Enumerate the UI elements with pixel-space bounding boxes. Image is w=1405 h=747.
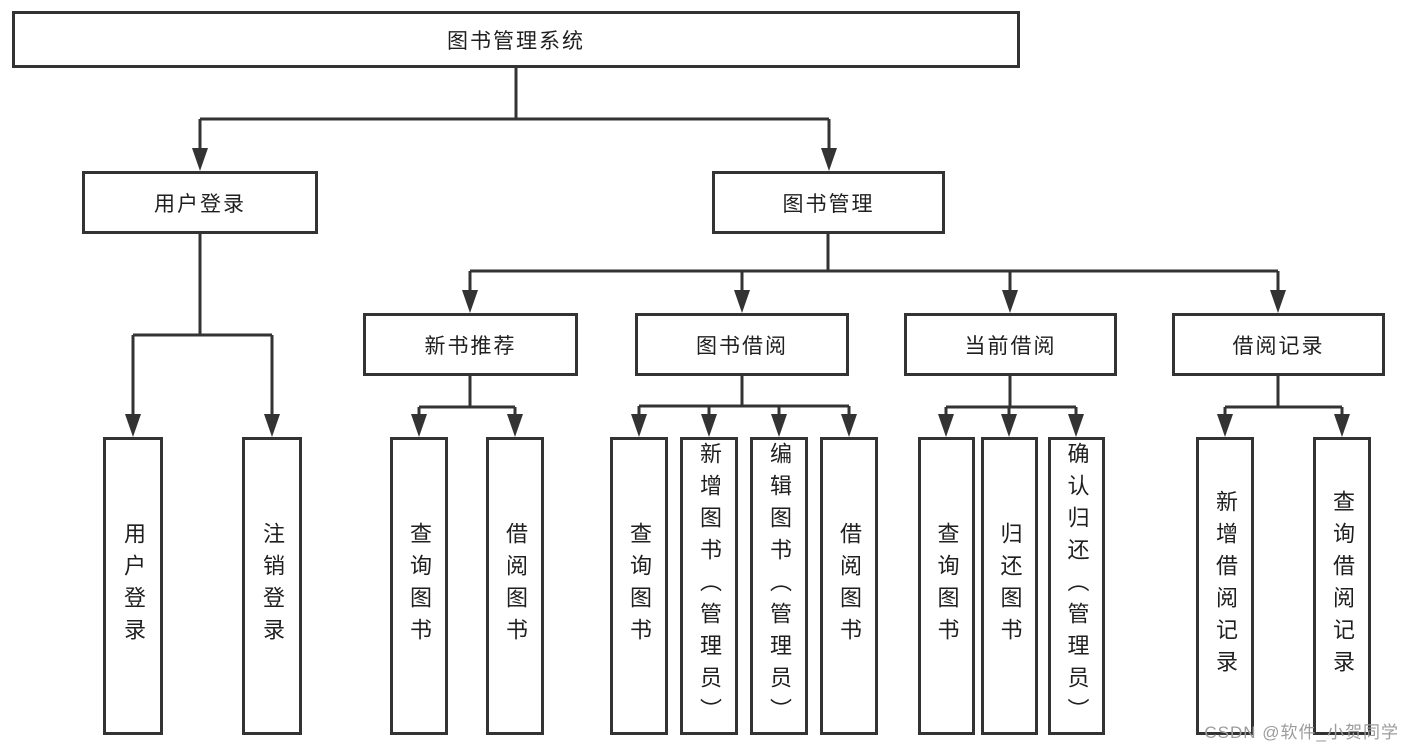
edge-newrec-to-leaves	[417, 376, 517, 416]
leaf-user-login-label: 用户登录	[121, 522, 146, 650]
csdn-watermark: CSDN @软件_小贺同学	[1204, 723, 1399, 742]
leaf-current-query-book-label: 查询图书	[934, 522, 960, 650]
node-book-management-label: 图书管理	[782, 192, 875, 216]
edge-current-to-leaves	[944, 376, 1078, 416]
leaf-borrow-book: 借阅图书	[820, 437, 878, 735]
leaf-borrow-query-book-label: 查询图书	[627, 522, 652, 650]
node-book-borrowing-label: 图书借阅	[696, 334, 788, 358]
leaf-query-borrow-record-label: 查询借阅记录	[1330, 490, 1355, 682]
node-book-management: 图书管理	[712, 171, 945, 234]
node-user-login-label: 用户登录	[154, 192, 246, 216]
edge-root-to-level2	[198, 68, 831, 150]
node-book-borrowing: 图书借阅	[635, 313, 849, 376]
leaf-rec-query-book: 查询图书	[390, 437, 448, 735]
edge-userlogin-to-leaves	[131, 234, 274, 416]
node-borrowing-records: 借阅记录	[1172, 313, 1385, 376]
leaf-user-login: 用户登录	[103, 437, 163, 735]
leaf-confirm-return-admin: 确认归还（管理员）	[1048, 437, 1105, 735]
leaf-query-borrow-record: 查询借阅记录	[1313, 437, 1371, 735]
node-current-borrowing-label: 当前借阅	[964, 334, 1057, 358]
node-current-borrowing: 当前借阅	[904, 313, 1117, 376]
edge-records-to-leaves	[1223, 376, 1344, 416]
leaf-add-book-admin: 新增图书（管理员）	[680, 437, 738, 735]
leaf-return-book-label: 归还图书	[997, 522, 1023, 650]
leaf-borrow-book-label: 借阅图书	[837, 522, 862, 650]
node-new-book-recommendation-label: 新书推荐	[424, 334, 517, 358]
leaf-edit-book-admin-label: 编辑图书（管理员）	[767, 442, 792, 730]
leaf-add-borrow-record: 新增借阅记录	[1196, 437, 1254, 735]
edge-bookmgmt-to-level3	[468, 234, 1280, 292]
leaf-confirm-return-admin-label: 确认归还（管理员）	[1064, 442, 1090, 730]
leaf-rec-query-book-label: 查询图书	[407, 522, 432, 650]
edge-borrow-to-leaves	[637, 376, 851, 416]
leaf-rec-borrow-book-label: 借阅图书	[503, 522, 528, 650]
leaf-add-borrow-record-label: 新增借阅记录	[1213, 490, 1238, 682]
arrowheads	[125, 148, 1350, 437]
node-root-label: 图书管理系统	[447, 29, 585, 53]
leaf-rec-borrow-book: 借阅图书	[486, 437, 544, 735]
node-borrowing-records-label: 借阅记录	[1232, 334, 1325, 358]
leaf-edit-book-admin: 编辑图书（管理员）	[750, 437, 808, 735]
node-new-book-recommendation: 新书推荐	[363, 313, 578, 376]
node-root: 图书管理系统	[12, 11, 1020, 68]
leaf-logout-label: 注销登录	[260, 522, 285, 650]
leaf-add-book-admin-label: 新增图书（管理员）	[697, 442, 722, 730]
leaf-return-book: 归还图书	[981, 437, 1038, 735]
leaf-borrow-query-book: 查询图书	[610, 437, 668, 735]
node-user-login: 用户登录	[82, 171, 318, 234]
leaf-current-query-book: 查询图书	[918, 437, 975, 735]
leaf-logout: 注销登录	[242, 437, 302, 735]
